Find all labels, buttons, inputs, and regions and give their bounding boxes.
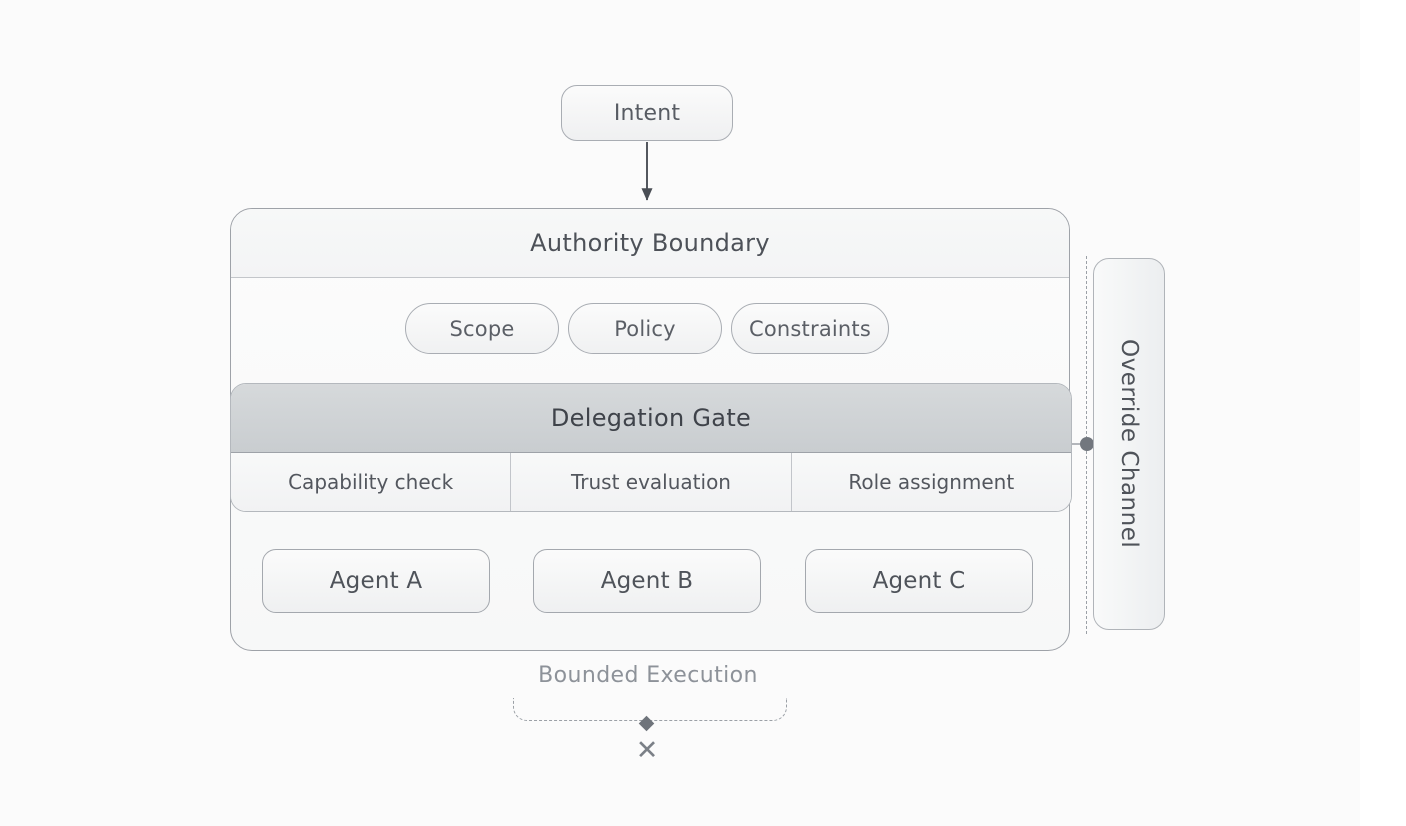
agent-a-node[interactable]: Agent A xyxy=(262,549,490,613)
agent-c-label: Agent C xyxy=(872,568,966,594)
delegation-gate-bar[interactable]: Delegation Gate xyxy=(231,384,1071,453)
delegation-gate-subitems: Capability check Trust evaluation Role a… xyxy=(231,453,1071,511)
gate-sub-label: Capability check xyxy=(288,470,454,494)
agent-c-node[interactable]: Agent C xyxy=(805,549,1033,613)
pill-scope-label: Scope xyxy=(449,316,515,341)
authority-boundary-header: Authority Boundary xyxy=(231,209,1069,278)
agent-b-label: Agent B xyxy=(600,568,694,594)
bounded-execution-terminator-x-icon: ✕ xyxy=(635,735,659,766)
override-channel-node[interactable]: Override Channel xyxy=(1093,258,1165,630)
bounded-execution-label: Bounded Execution xyxy=(538,663,758,688)
bounded-execution-bracket xyxy=(513,698,787,721)
agent-b-node[interactable]: Agent B xyxy=(533,549,761,613)
pill-policy-label: Policy xyxy=(614,316,676,341)
authority-boundary-title: Authority Boundary xyxy=(530,229,770,257)
delegation-gate-block: Delegation Gate Capability check Trust e… xyxy=(230,383,1072,512)
delegation-gate-title: Delegation Gate xyxy=(550,404,752,432)
pill-policy[interactable]: Policy xyxy=(568,303,722,354)
gate-sub-label: Role assignment xyxy=(848,470,1015,494)
override-channel-connector-dot xyxy=(1080,437,1094,451)
pill-constraints[interactable]: Constraints xyxy=(731,303,889,354)
pill-scope[interactable]: Scope xyxy=(405,303,559,354)
gate-sub-role-assignment[interactable]: Role assignment xyxy=(792,453,1071,511)
intent-label: Intent xyxy=(613,100,681,126)
agent-a-label: Agent A xyxy=(329,568,423,594)
gate-sub-trust-evaluation[interactable]: Trust evaluation xyxy=(511,453,792,511)
page-edge xyxy=(1360,0,1406,826)
gate-sub-capability-check[interactable]: Capability check xyxy=(231,453,512,511)
override-channel-label: Override Channel xyxy=(1116,339,1142,549)
pill-constraints-label: Constraints xyxy=(748,316,872,341)
intent-node[interactable]: Intent xyxy=(561,85,733,141)
gate-sub-label: Trust evaluation xyxy=(570,470,731,494)
